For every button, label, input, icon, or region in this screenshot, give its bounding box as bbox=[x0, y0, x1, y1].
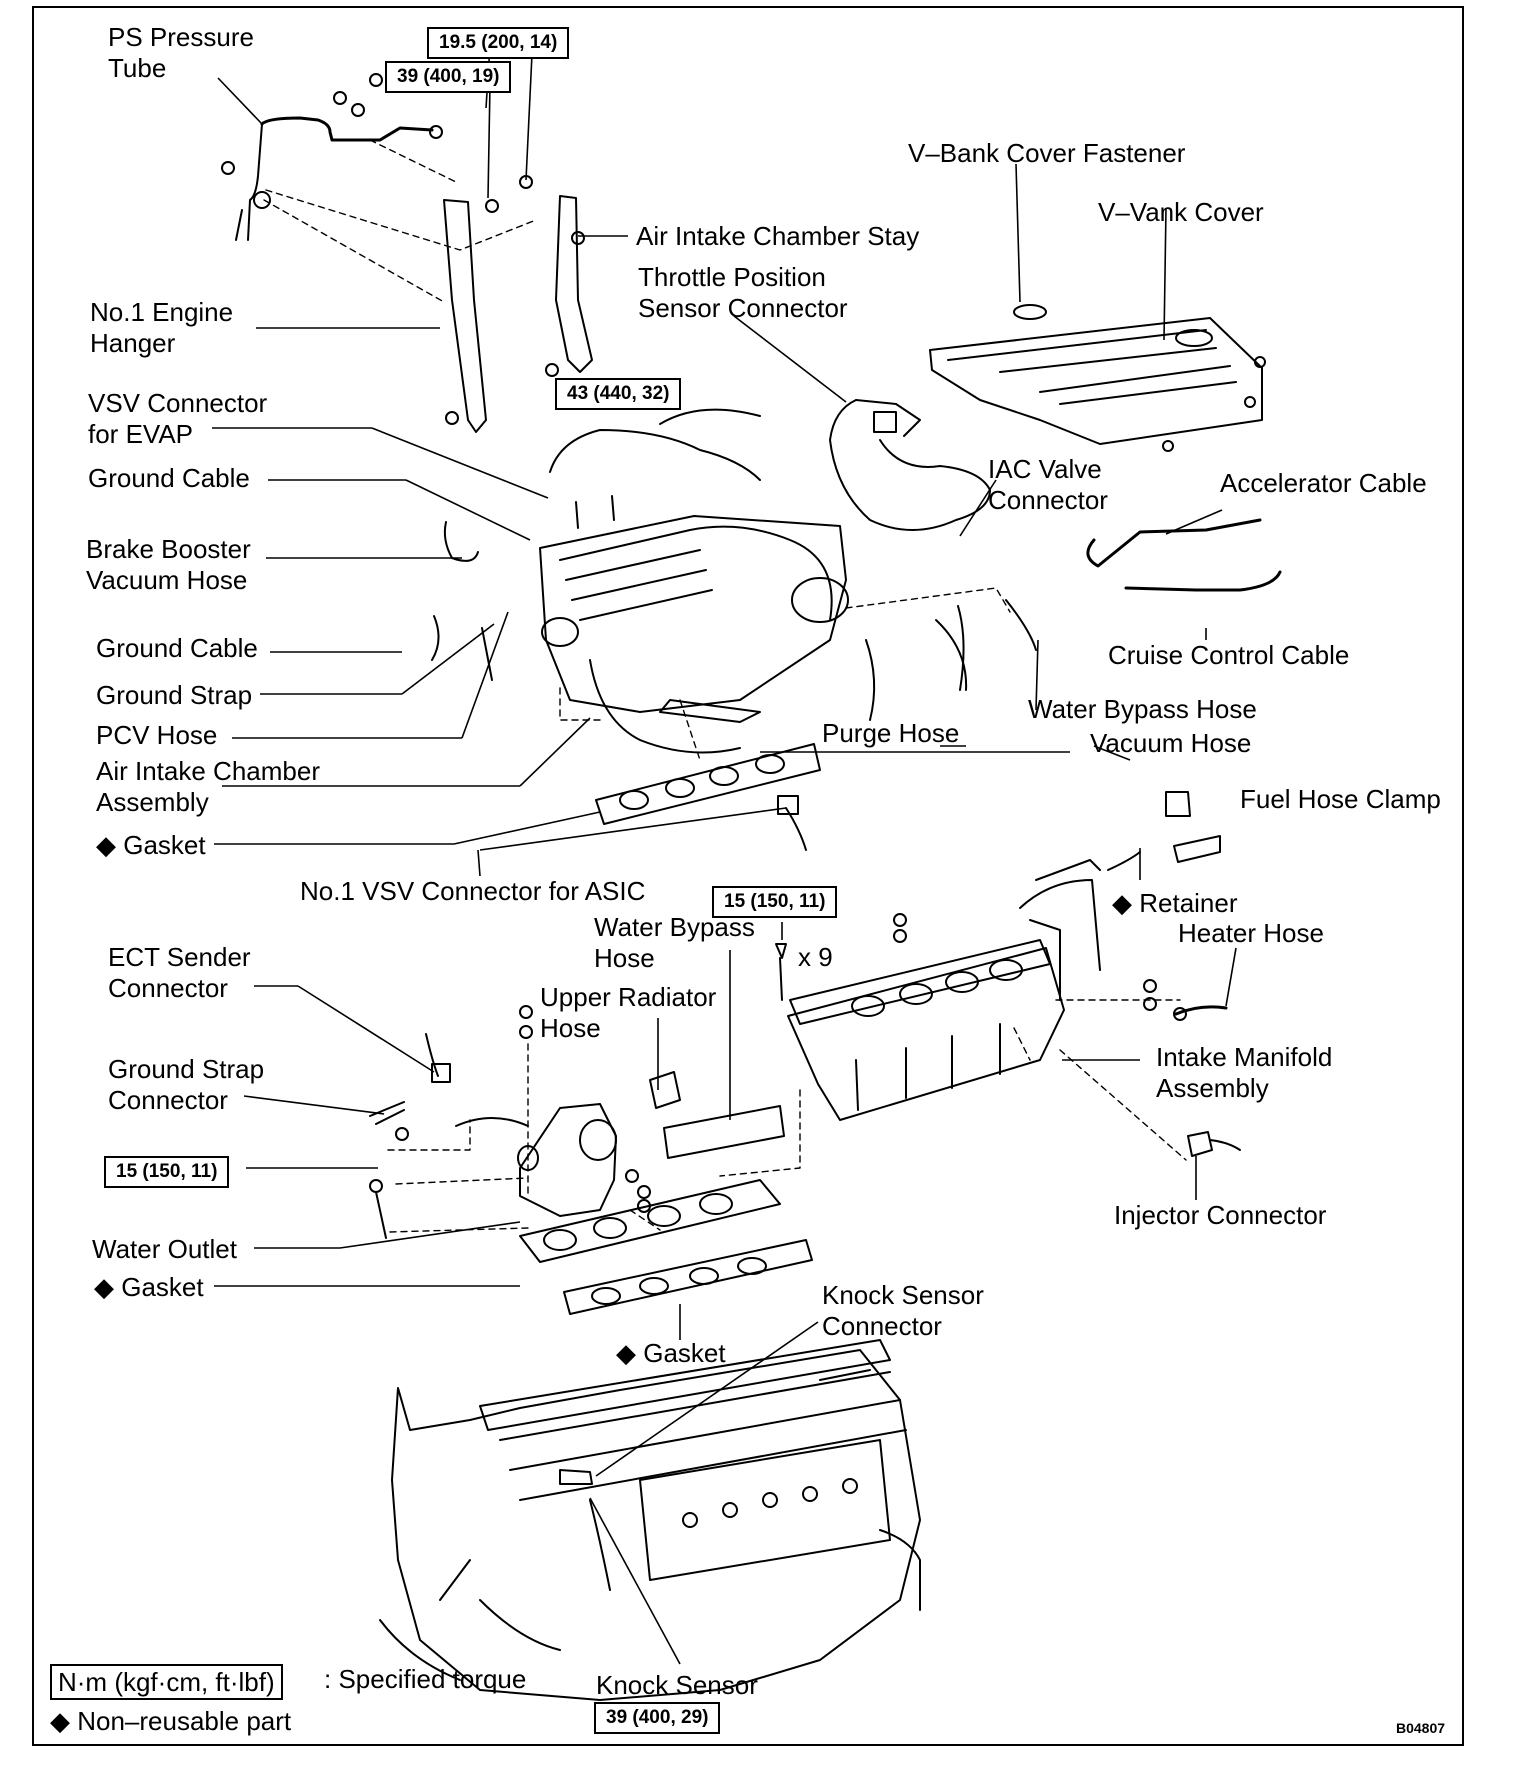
torque-39-400-29: 39 (400, 29) bbox=[594, 1702, 721, 1734]
label-retainer: ◆ Retainer bbox=[1112, 888, 1238, 919]
label-cruise-control-cable: Cruise Control Cable bbox=[1108, 640, 1350, 670]
label-injector-connector: Injector Connector bbox=[1114, 1200, 1327, 1230]
label-no1-engine-hanger: No.1 Engine Hanger bbox=[90, 297, 234, 358]
gasket-3-text: Gasket bbox=[643, 1338, 726, 1368]
legend-torque-desc: : Specified torque bbox=[324, 1664, 527, 1694]
label-throttle-position-sensor-connector: Throttle Position Sensor Connector bbox=[638, 262, 848, 323]
label-vacuum-hose: Vacuum Hose bbox=[1090, 728, 1252, 758]
label-water-bypass-hose-2: Water Bypass Hose bbox=[594, 912, 755, 973]
label-upper-radiator-hose: Upper Radiator Hose bbox=[540, 982, 717, 1043]
label-brake-booster-vacuum-hose: Brake Booster Vacuum Hose bbox=[86, 534, 251, 595]
label-accelerator-cable: Accelerator Cable bbox=[1220, 468, 1427, 498]
torque-15-150-11-a: 15 (150, 11) bbox=[712, 886, 838, 918]
nonreusable-diamond: ◆ bbox=[616, 1338, 636, 1368]
label-ground-cable-1: Ground Cable bbox=[88, 463, 250, 493]
torque-19-5: 19.5 (200, 14) bbox=[427, 27, 570, 59]
label-intake-manifold-assembly: Intake Manifold Assembly bbox=[1156, 1042, 1333, 1103]
label-gasket-3: ◆ Gasket bbox=[616, 1338, 726, 1369]
legend-nonreusable: ◆ Non–reusable part bbox=[50, 1706, 291, 1737]
label-no1-vsv-connector-asic: No.1 VSV Connector for ASIC bbox=[300, 876, 646, 906]
label-air-intake-chamber-assembly: Air Intake Chamber Assembly bbox=[96, 756, 320, 817]
label-knock-sensor-connector: Knock Sensor Connector bbox=[822, 1280, 984, 1341]
label-gasket-2: ◆ Gasket bbox=[94, 1272, 204, 1303]
label-heater-hose: Heater Hose bbox=[1178, 918, 1324, 948]
label-ground-strap: Ground Strap bbox=[96, 680, 253, 710]
gasket-2-text: Gasket bbox=[121, 1272, 204, 1302]
torque-39-400-19: 39 (400, 19) bbox=[385, 61, 512, 93]
label-v-vank-cover: V–Vank Cover bbox=[1098, 197, 1264, 227]
legend-nonreusable-text: Non–reusable part bbox=[77, 1706, 292, 1736]
label-gasket-1: ◆ Gasket bbox=[96, 830, 206, 861]
nonreusable-diamond: ◆ bbox=[96, 830, 116, 860]
label-ground-cable-2: Ground Cable bbox=[96, 633, 258, 663]
figure-code: B04807 bbox=[1396, 1720, 1446, 1736]
label-vsv-connector-evap: VSV Connector for EVAP bbox=[88, 388, 268, 449]
label-pcv-hose: PCV Hose bbox=[96, 720, 218, 750]
label-air-intake-chamber-stay: Air Intake Chamber Stay bbox=[636, 221, 920, 251]
label-x9: x 9 bbox=[798, 942, 833, 972]
nonreusable-diamond: ◆ bbox=[1112, 888, 1132, 918]
label-ps-pressure-tube: PS Pressure Tube bbox=[108, 22, 254, 83]
diagram-frame bbox=[32, 6, 1464, 1746]
nonreusable-diamond: ◆ bbox=[50, 1706, 70, 1736]
torque-15-150-11-b: 15 (150, 11) bbox=[104, 1156, 230, 1188]
nonreusable-diamond: ◆ bbox=[94, 1272, 114, 1302]
label-purge-hose: Purge Hose bbox=[822, 718, 960, 748]
legend-torque-unit-box: N·m (kgf·cm, ft·lbf) bbox=[50, 1664, 283, 1700]
label-water-outlet: Water Outlet bbox=[92, 1234, 237, 1264]
label-ground-strap-connector: Ground Strap Connector bbox=[108, 1054, 265, 1115]
torque-43-440-32: 43 (440, 32) bbox=[555, 378, 682, 410]
label-knock-sensor: Knock Sensor bbox=[596, 1670, 758, 1700]
label-v-bank-cover-fastener: V–Bank Cover Fastener bbox=[908, 138, 1186, 168]
label-iac-valve-connector: IAC Valve Connector bbox=[988, 454, 1108, 515]
label-water-bypass-hose-1: Water Bypass Hose bbox=[1028, 694, 1257, 724]
label-ect-sender-connector: ECT Sender Connector bbox=[108, 942, 251, 1003]
retainer-text: Retainer bbox=[1139, 888, 1238, 918]
gasket-1-text: Gasket bbox=[123, 830, 206, 860]
label-fuel-hose-clamp: Fuel Hose Clamp bbox=[1240, 784, 1441, 814]
